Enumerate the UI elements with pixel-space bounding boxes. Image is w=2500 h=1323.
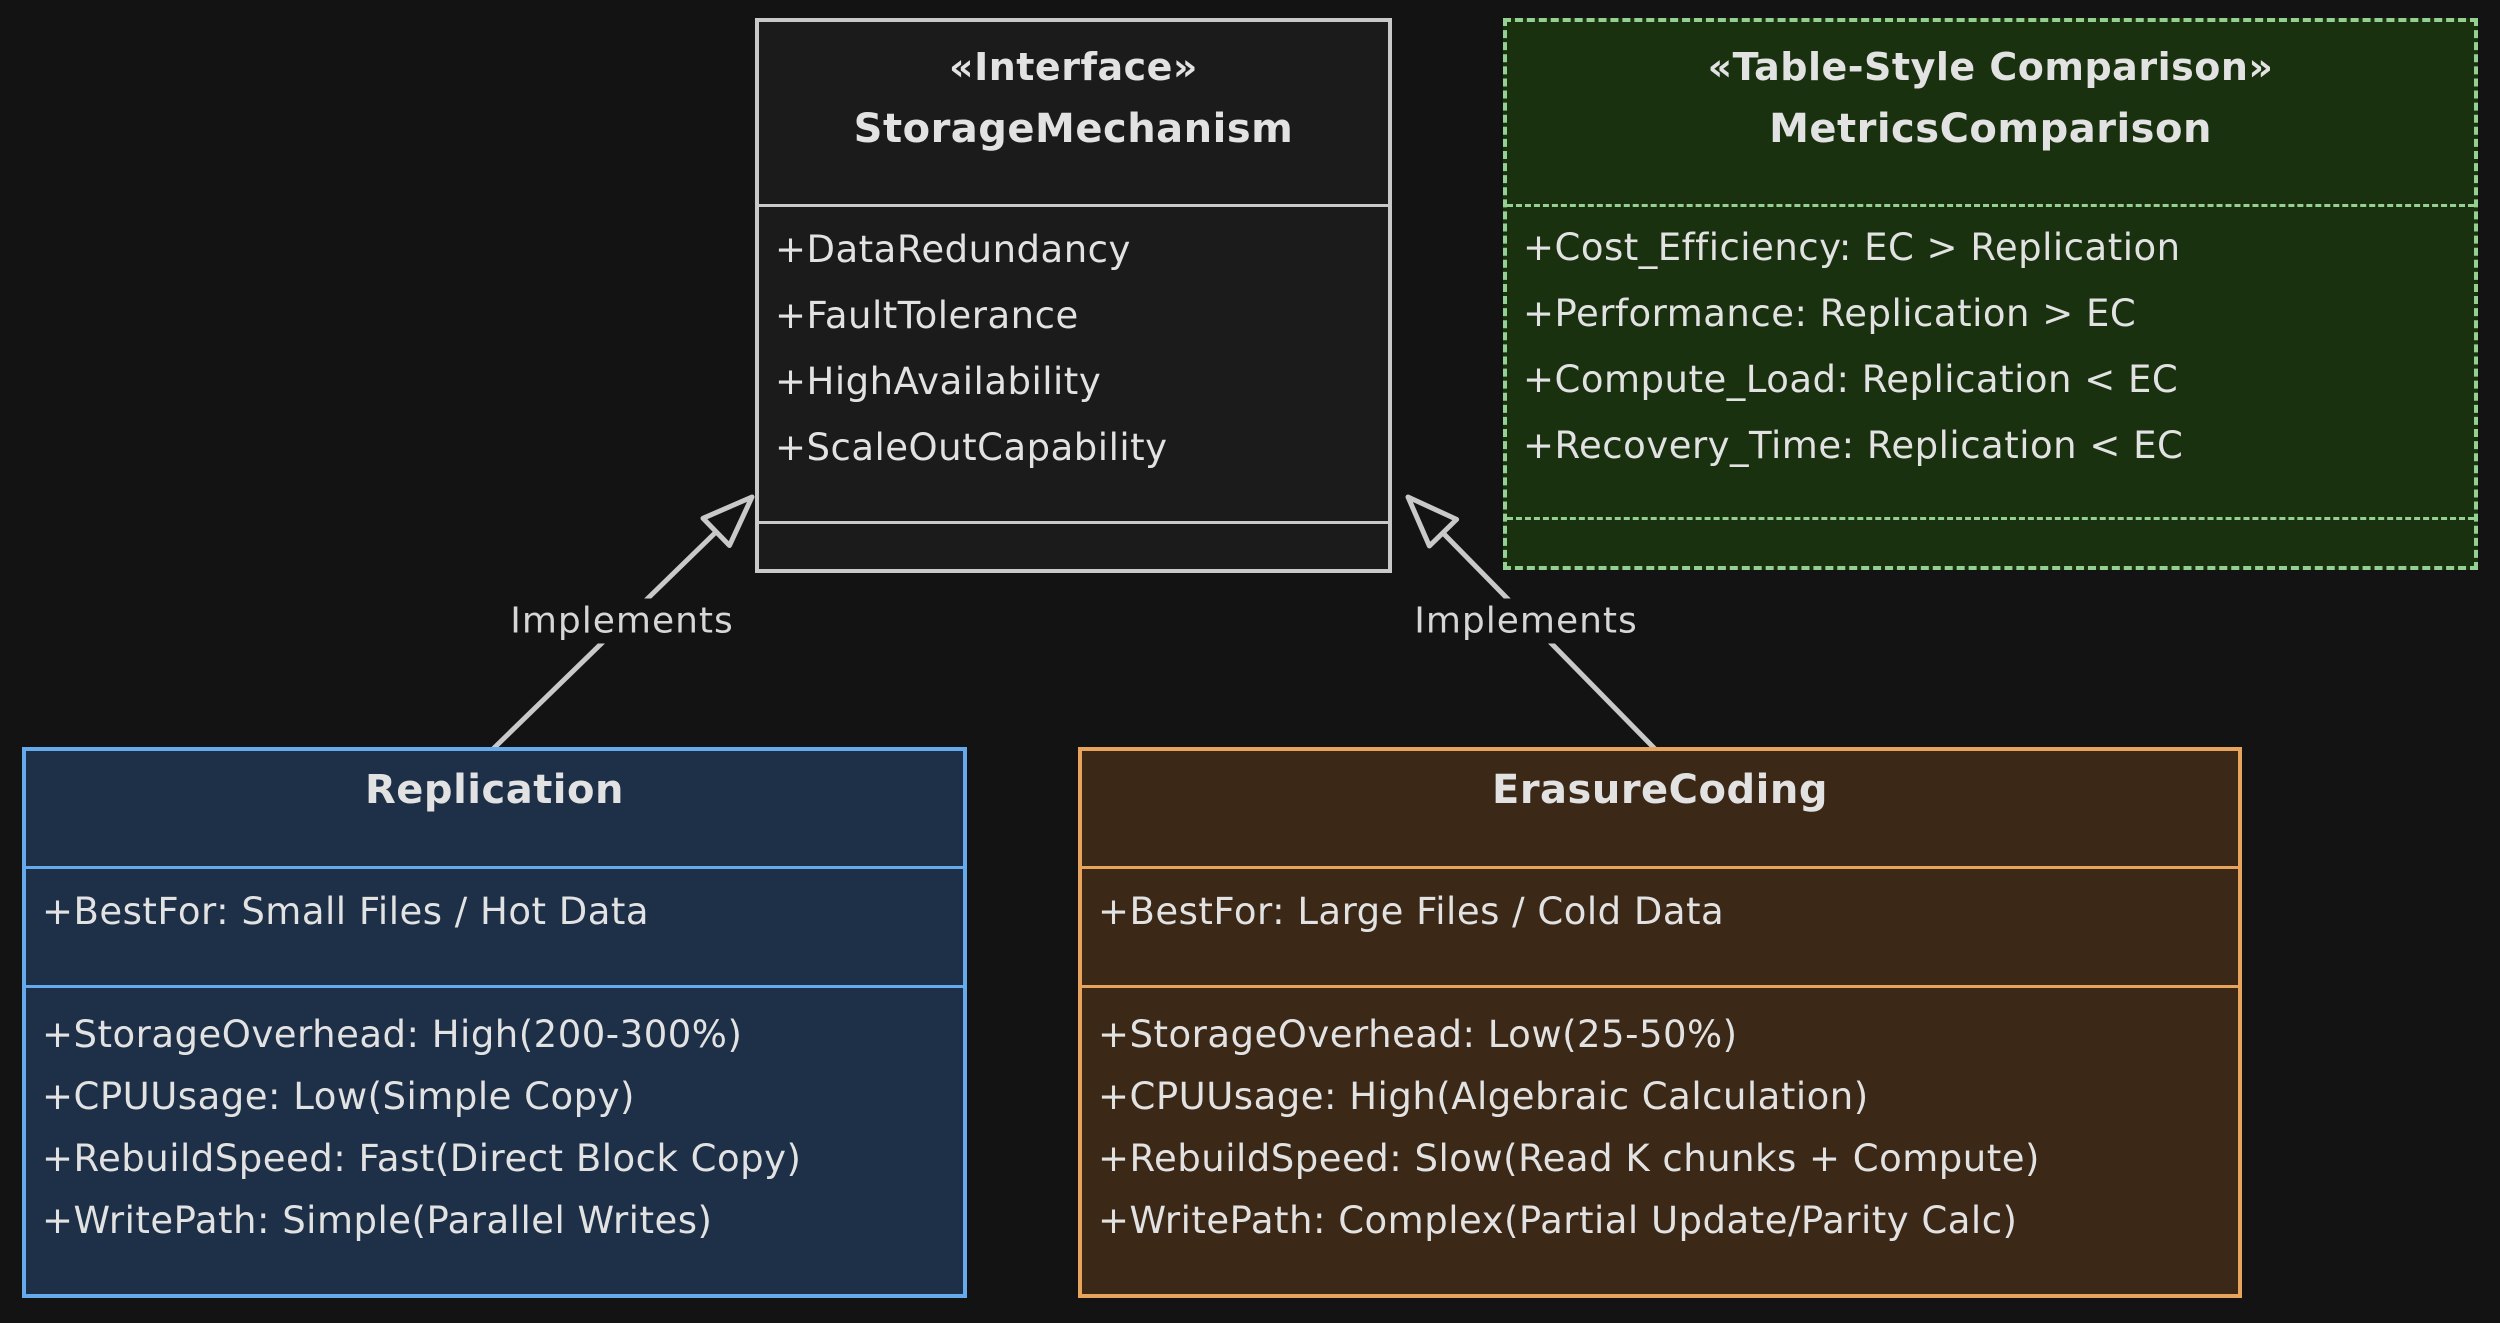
attribute-row: +CPUUsage: Low(Simple Copy) bbox=[42, 1075, 635, 1118]
class-name: StorageMechanism bbox=[853, 106, 1294, 152]
attribute-row: +Compute_Load: Replication < EC bbox=[1523, 358, 2179, 401]
realization-arrowhead-icon bbox=[1405, 494, 1460, 549]
attributes-compartment: +DataRedundancy +FaultTolerance +HighAva… bbox=[759, 204, 1388, 521]
class-box-storagemechanism: «Interface» StorageMechanism +DataRedund… bbox=[755, 18, 1392, 573]
realization-arrowhead-icon bbox=[700, 494, 755, 548]
attribute-row: +Performance: Replication > EC bbox=[1523, 292, 2137, 335]
attributes-compartment: +Cost_Efficiency: EC > Replication +Perf… bbox=[1507, 204, 2474, 517]
attribute-row: +FaultTolerance bbox=[775, 294, 1079, 337]
attribute-row: +HighAvailability bbox=[775, 360, 1102, 403]
attribute-row: +DataRedundancy bbox=[775, 228, 1131, 271]
attribute-row: +RebuildSpeed: Fast(Direct Block Copy) bbox=[42, 1137, 802, 1180]
title-compartment: «Table-Style Comparison» MetricsComparis… bbox=[1507, 22, 2474, 204]
class-name: Replication bbox=[365, 767, 624, 813]
attribute-row: +Cost_Efficiency: EC > Replication bbox=[1523, 226, 2181, 269]
attributes-compartment: +StorageOverhead: Low(25-50%) +CPUUsage:… bbox=[1082, 985, 2238, 1294]
implements-label-left: Implements bbox=[498, 598, 746, 644]
methods-compartment-empty bbox=[1507, 517, 2474, 566]
title-compartment: ErasureCoding bbox=[1082, 751, 2238, 866]
title-compartment: Replication bbox=[26, 751, 963, 866]
class-box-erasurecoding: ErasureCoding +BestFor: Large Files / Co… bbox=[1078, 747, 2242, 1298]
attribute-row: +Recovery_Time: Replication < EC bbox=[1523, 424, 2184, 467]
class-box-metricscomparison: «Table-Style Comparison» MetricsComparis… bbox=[1503, 18, 2478, 570]
methods-compartment-empty bbox=[759, 521, 1388, 569]
bestfor-compartment: +BestFor: Small Files / Hot Data bbox=[26, 866, 963, 985]
class-name: ErasureCoding bbox=[1492, 767, 1828, 813]
attribute-row: +RebuildSpeed: Slow(Read K chunks + Comp… bbox=[1098, 1137, 2040, 1180]
attribute-row: +StorageOverhead: High(200-300%) bbox=[42, 1013, 743, 1056]
stereotype-label: «Table-Style Comparison» bbox=[1707, 45, 2274, 89]
stereotype-label: «Interface» bbox=[949, 45, 1198, 89]
attribute-row: +BestFor: Small Files / Hot Data bbox=[42, 890, 650, 933]
class-name: MetricsComparison bbox=[1769, 106, 2212, 152]
attribute-row: +StorageOverhead: Low(25-50%) bbox=[1098, 1013, 1738, 1056]
implements-label-right: Implements bbox=[1402, 598, 1650, 644]
attribute-row: +WritePath: Simple(Parallel Writes) bbox=[42, 1199, 713, 1242]
title-compartment: «Interface» StorageMechanism bbox=[759, 22, 1388, 204]
attribute-row: +WritePath: Complex(Partial Update/Parit… bbox=[1098, 1199, 2018, 1242]
attribute-row: +CPUUsage: High(Algebraic Calculation) bbox=[1098, 1075, 1869, 1118]
attributes-compartment: +StorageOverhead: High(200-300%) +CPUUsa… bbox=[26, 985, 963, 1294]
bestfor-compartment: +BestFor: Large Files / Cold Data bbox=[1082, 866, 2238, 985]
attribute-row: +ScaleOutCapability bbox=[775, 426, 1168, 469]
class-box-replication: Replication +BestFor: Small Files / Hot … bbox=[22, 747, 967, 1298]
attribute-row: +BestFor: Large Files / Cold Data bbox=[1098, 890, 1725, 933]
